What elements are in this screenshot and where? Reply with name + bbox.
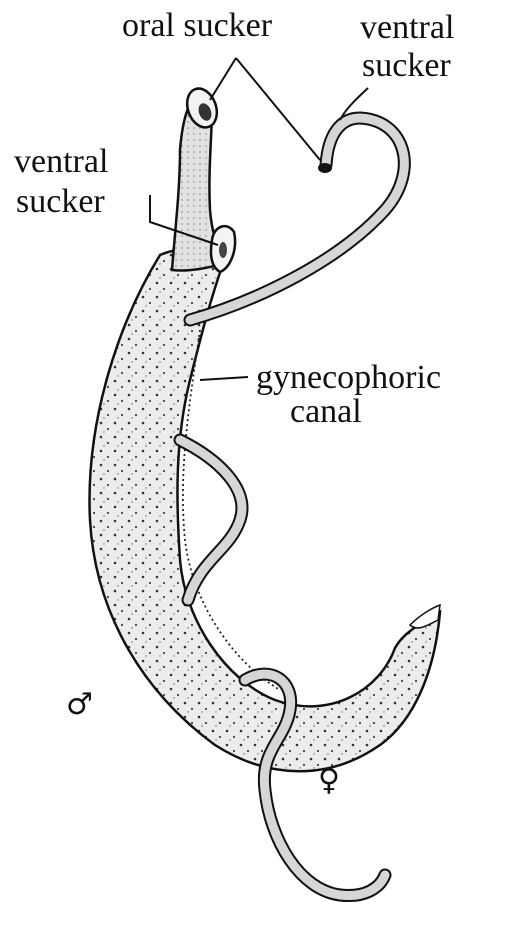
leader-oral-sucker-to-male: [210, 58, 236, 100]
male-ventral-sucker-opening: [219, 242, 227, 258]
label-ventral-sucker-male-line2: sucker: [16, 183, 105, 220]
label-gynecophoric-line2: canal: [290, 393, 362, 430]
label-gynecophoric-line1: gynecophoric: [256, 359, 441, 396]
female-symbol: ♀: [318, 763, 340, 798]
male-symbol: ♂: [66, 687, 93, 722]
female-middle-loop-fill: [180, 440, 242, 600]
leader-gynecophoric: [200, 377, 248, 380]
female-ventral-sucker: [318, 163, 332, 173]
male-body: [90, 249, 440, 771]
label-ventral-sucker-female-line2: sucker: [362, 47, 451, 84]
leader-oral-sucker-to-female: [236, 58, 320, 160]
label-oral-sucker: oral sucker: [122, 7, 273, 44]
label-ventral-sucker-male-line1: ventral: [14, 143, 108, 180]
label-ventral-sucker-female-line1: ventral: [360, 9, 454, 46]
female-anterior-fill: [190, 118, 404, 320]
